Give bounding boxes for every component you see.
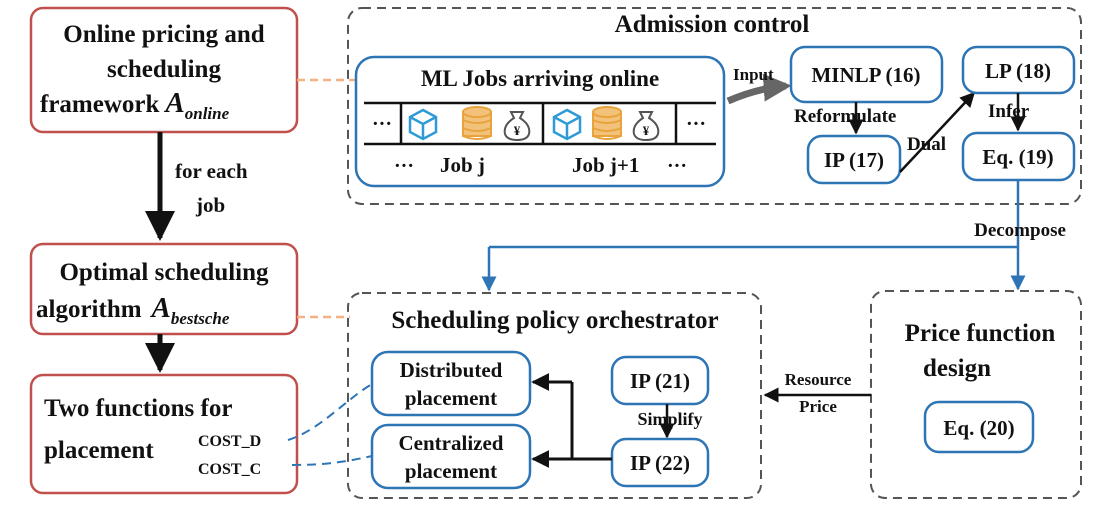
optimal-algorithm-word: algorithm <box>36 296 142 323</box>
price-title-line2: design <box>923 355 991 382</box>
price-label: Price <box>799 397 837 416</box>
centralized-placement-box <box>370 423 532 490</box>
bestsche-algorithm-subscript: bestsche <box>171 309 230 328</box>
ip17-box <box>806 134 902 185</box>
money-bag-yen: ¥ <box>643 123 650 138</box>
ip21-box <box>610 355 710 406</box>
cost-c-label: COST_C <box>198 461 261 478</box>
optimal-scheduling-box <box>29 242 299 336</box>
two-functions-line2: placement <box>44 437 154 464</box>
ip17-label: IP (17) <box>824 148 884 172</box>
eq19-label: Eq. (19) <box>982 145 1053 169</box>
minlp-label: MINLP (16) <box>811 63 920 87</box>
eq20-box <box>923 400 1035 454</box>
job-j-label: Job j <box>440 153 485 177</box>
two-functions-box <box>29 373 299 495</box>
input-arrow <box>726 73 792 105</box>
cube-icon <box>552 108 582 141</box>
distributed-line1: Distributed <box>400 358 503 382</box>
ml-jobs-box <box>354 55 726 188</box>
job-label: job <box>195 193 225 217</box>
job-j1-label: Job j+1 <box>572 153 639 177</box>
lp18-label: LP (18) <box>985 59 1051 83</box>
dual-label: Dual <box>907 134 946 155</box>
admission-control-title: Admission control <box>615 11 810 38</box>
cost-d-label: COST_D <box>198 433 261 450</box>
cost-d-connector <box>287 383 373 441</box>
database-icon <box>592 106 622 140</box>
online-framework-line1: Online pricing and <box>63 21 265 48</box>
distributed-placement-box <box>370 350 532 417</box>
decompose-label: Decompose <box>974 220 1066 241</box>
cost-c-connector <box>291 455 373 466</box>
database-icon <box>462 106 492 140</box>
queue-ellipsis-left: ··· <box>372 113 392 135</box>
job-ellipsis: ··· <box>394 155 414 177</box>
infer-label: Infer <box>988 101 1030 122</box>
simplify-label: Simplify <box>637 409 702 429</box>
money-bag-icon: ¥ <box>632 111 660 142</box>
reformulate-label: Reformulate <box>794 106 896 127</box>
ml-jobs-title: ML Jobs arriving online <box>421 66 659 91</box>
online-framework-box <box>29 6 299 134</box>
price-title-line1: Price function <box>905 320 1056 347</box>
centralized-line1: Centralized <box>399 431 504 455</box>
ip22-box <box>610 437 710 488</box>
ip21-label: IP (21) <box>630 369 690 393</box>
optimal-scheduling-line1: Optimal scheduling <box>59 259 269 286</box>
online-framework-word: framework <box>40 91 159 118</box>
for-each-label: for each <box>175 159 248 183</box>
queue-ellipsis-right: ··· <box>686 113 706 135</box>
bestsche-algorithm-symbol: A <box>150 292 171 324</box>
ip22-label: IP (22) <box>630 451 690 475</box>
money-bag-icon: ¥ <box>503 111 531 142</box>
two-functions-line1: Two functions for <box>44 395 232 422</box>
optimal-scheduling-line2: algorithm Abestsche <box>36 292 230 328</box>
input-label: Input <box>733 65 774 84</box>
scheduling-orchestrator-container <box>347 292 762 499</box>
eq20-label: Eq. (20) <box>943 416 1014 440</box>
centralized-line2: placement <box>405 459 497 483</box>
online-algorithm-symbol: A <box>163 87 184 119</box>
cube-icon <box>408 108 438 141</box>
online-framework-line2: scheduling <box>107 56 221 83</box>
resource-label: Resource <box>785 370 852 389</box>
online-algorithm-subscript: online <box>185 104 230 123</box>
admission-control-container <box>347 7 1082 205</box>
dual-arrow <box>899 91 976 173</box>
orchestrator-title: Scheduling policy orchestrator <box>391 307 718 334</box>
distributed-line2: placement <box>405 386 497 410</box>
minlp-box <box>789 45 944 104</box>
money-bag-yen: ¥ <box>514 123 521 138</box>
job-ellipsis-right: ··· <box>667 155 687 177</box>
